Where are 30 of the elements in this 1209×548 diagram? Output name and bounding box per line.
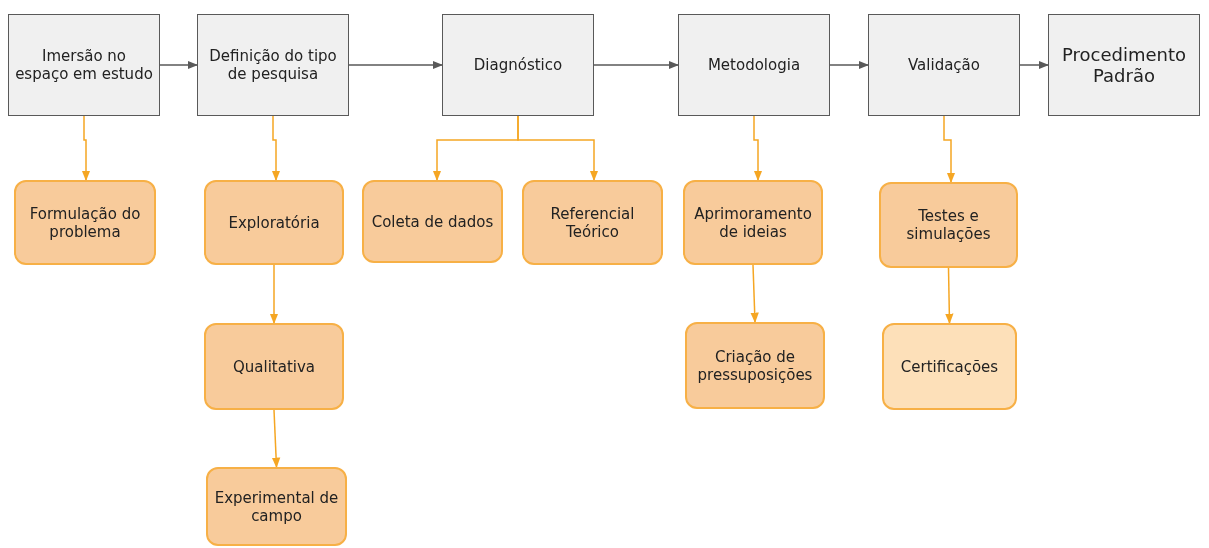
arrow	[271, 115, 281, 182]
process-box: Validação	[868, 14, 1020, 116]
arrow	[517, 115, 599, 182]
sub-step-box: Criação de pressuposições	[685, 322, 825, 409]
sub-step-box: Qualitativa	[204, 323, 344, 410]
sub-step-box: Experimental de campo	[206, 467, 347, 546]
sub-step-box: Coleta de dados	[362, 180, 503, 263]
arrow	[81, 115, 91, 182]
arrow	[829, 60, 870, 70]
sub-step-box: Exploratória	[204, 180, 344, 265]
arrow	[269, 264, 279, 325]
arrow	[271, 409, 281, 469]
sub-step-box: Referencial Teórico	[522, 180, 663, 265]
arrow	[750, 264, 759, 324]
process-box: Metodologia	[678, 14, 830, 116]
sub-step-box: Testes e simulações	[879, 182, 1018, 268]
sub-step-box: Certificações	[882, 323, 1017, 410]
process-box: Diagnóstico	[442, 14, 594, 116]
arrow	[753, 115, 763, 182]
arrow	[945, 267, 954, 325]
arrow	[159, 60, 199, 70]
process-box: Definição do tipo de pesquisa	[197, 14, 349, 116]
arrow	[943, 115, 956, 184]
arrow	[348, 60, 444, 70]
arrow	[1019, 60, 1050, 70]
process-box: Procedimento Padrão	[1048, 14, 1200, 116]
process-box: Imersão no espaço em estudo	[8, 14, 160, 116]
arrow	[593, 60, 680, 70]
sub-step-box: Formulação do problema	[14, 180, 156, 265]
sub-step-box: Aprimoramento de ideias	[683, 180, 823, 265]
